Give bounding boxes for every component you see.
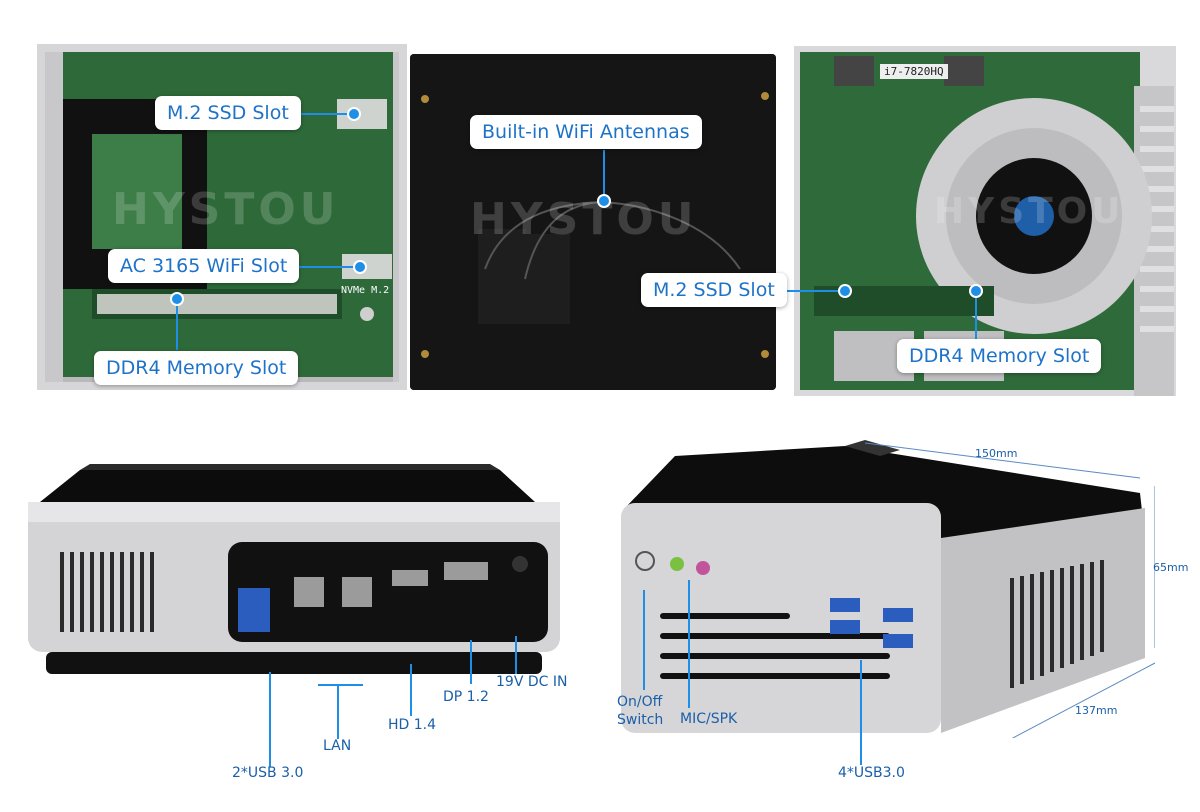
panel-motherboard-top: i7-7820HQ HYSTOU <box>794 46 1176 396</box>
label-dc-in: 19V DC IN <box>496 674 568 690</box>
mini-pc-rear-image <box>28 464 560 674</box>
dimension-width: 150mm <box>975 447 1018 460</box>
callout-wifi-antennas: Built-in WiFi Antennas <box>470 115 702 149</box>
callout-line <box>292 113 352 115</box>
cpu-label: i7-7820HQ <box>880 64 948 79</box>
callout-line <box>269 672 271 767</box>
callout-line <box>785 290 845 292</box>
mini-pc-front-image <box>621 440 1155 738</box>
panel-lid-antennas: HYSTOU <box>410 54 776 390</box>
callout-dot <box>597 194 611 208</box>
label-switch-line1: On/Off <box>617 694 663 710</box>
callout-line <box>297 266 357 268</box>
callout-line <box>515 636 517 674</box>
dimension-height: 65mm <box>1153 561 1189 574</box>
label-4-usb-3: 4*USB3.0 <box>838 765 905 781</box>
label-dp: DP 1.2 <box>443 689 489 705</box>
lid-antennas-image <box>410 54 776 390</box>
label-2-usb-3: 2*USB 3.0 <box>232 765 304 781</box>
callout-dot <box>347 107 361 121</box>
callout-line <box>860 660 862 765</box>
callout-ddr4-slot-right: DDR4 Memory Slot <box>897 339 1102 373</box>
watermark-text: HYSTOU <box>470 194 698 245</box>
callout-wifi-slot: AC 3165 WiFi Slot <box>108 249 300 283</box>
watermark-text: HYSTOU <box>934 191 1125 232</box>
callout-line <box>603 150 605 202</box>
callout-ddr4-slot-left: DDR4 Memory Slot <box>94 351 299 385</box>
callout-m2-ssd-slot-left: M.2 SSD Slot <box>155 96 301 130</box>
label-mic-spk: MIC/SPK <box>680 711 738 727</box>
callout-dot <box>969 284 983 298</box>
label-switch-line2: Switch <box>617 712 664 728</box>
callout-dot <box>838 284 852 298</box>
callout-line <box>337 684 339 739</box>
watermark-text: HYSTOU <box>112 184 340 235</box>
callout-m2-ssd-slot-right: M.2 SSD Slot <box>641 273 787 307</box>
nvme-label: NVMe M.2 <box>341 285 390 296</box>
label-lan: LAN <box>323 738 352 754</box>
callout-line <box>643 590 645 690</box>
callout-dot <box>170 292 184 306</box>
dimension-depth: 137mm <box>1075 704 1118 717</box>
callout-dot <box>353 260 367 274</box>
callout-line <box>176 298 178 350</box>
callout-line <box>470 640 472 684</box>
callout-line <box>688 580 690 708</box>
motherboard-top-image <box>794 46 1176 396</box>
callout-line <box>975 290 977 342</box>
callout-line <box>410 664 412 716</box>
label-hd: HD 1.4 <box>388 717 437 733</box>
callout-line <box>318 684 363 686</box>
